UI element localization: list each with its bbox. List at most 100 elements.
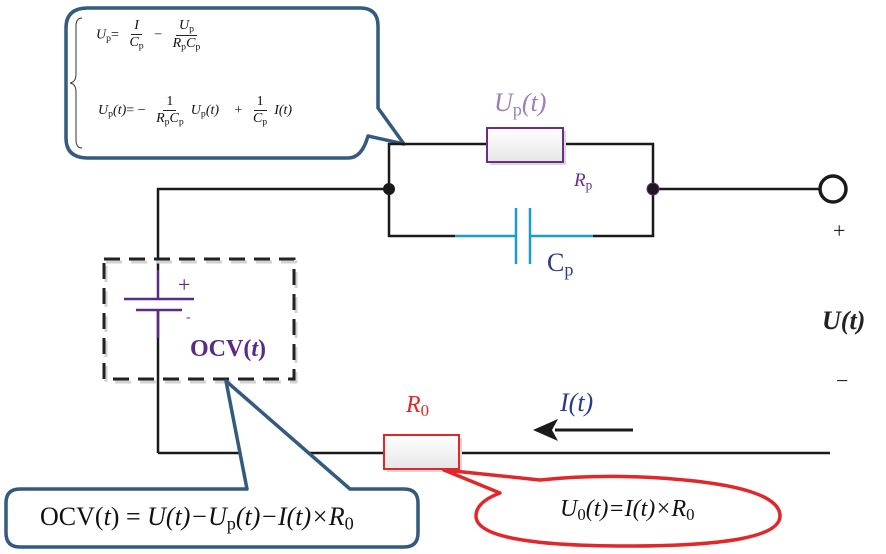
ocv-dashed-box [102,257,296,381]
ocv-label: OCV(t) [190,336,266,363]
eq2-minus: − [137,103,146,119]
junction-node-left [383,183,395,195]
ocv-eq-ut: (t)− [165,502,208,531]
wire-rc-bottom-left [387,189,455,238]
ocv-equation-text: OCV(t) = U(t)−Up(t)−I(t)×R0 [40,502,354,535]
ocv-dashed-box-shadow [104,260,298,384]
ocv-eq-upt: (t)− [235,502,278,531]
ocv-t: t [251,336,258,362]
up-sub: p [512,99,522,120]
up-var: U [494,88,513,117]
eq1-frac2-den-r-sub: p [181,41,187,53]
u0-eq-r: R [671,496,687,522]
cp-label: Cp [547,248,573,281]
eq2-frac2-num: 1 [253,94,267,112]
ocv-eq-u: U [147,502,166,531]
up-arg: (t) [521,88,547,117]
u0-eq-it: (t)× [632,496,672,522]
cp-capacitor [455,208,593,264]
current-var: I [560,388,569,417]
eq2-term2: I(t) [274,103,293,119]
current-label: I(t) [560,388,593,418]
eq2-frac1-den-r: R [156,111,165,127]
eq1-frac2-den-c: C [186,35,196,51]
r0-var: R [406,392,421,418]
eq1-lhs: U [96,27,107,43]
rc-equations-callout [64,6,406,160]
u0-equation-text: U0(t)=I(t)×R0 [560,496,695,525]
positive-terminal [818,174,848,204]
u0-eq-u-sub: 0 [577,505,586,525]
wire-left-top [156,187,389,270]
terminal-plus-sign: + [833,218,846,243]
eq2-lhs: U [98,103,109,119]
ocv-eq-equals: ) = [110,502,148,531]
ocv-equation-callout [4,379,420,549]
terminal-voltage-arg: (t) [840,306,866,335]
r0-resistor [383,434,460,470]
eq1-frac2-num-sub: p [189,23,194,35]
u0-equation-callout [442,468,782,548]
cp-sub: p [564,259,574,280]
eq2-term1-arg: (t) [205,103,220,119]
wire-rc-top-right [563,142,655,189]
ocv-eq-up: U [208,502,227,531]
ocv-eq-prefix: OCV( [40,502,104,531]
eq1-equals: = [111,27,119,43]
rp-resistor [486,127,564,163]
battery-plus-sign: + [178,272,191,297]
u0-eq-ut: (t)= [585,496,625,522]
ocv-eq-t: t [103,502,111,531]
ocv-eq-up-sub: p [226,513,236,534]
eq1-frac1-den: C [129,35,139,51]
eq1-frac1-num: I [131,18,142,36]
eq1-lhs-sub: p [106,32,112,44]
ocv-eq-it: (t)× [286,502,329,531]
rp-label: Rp [574,170,592,193]
current-arrow-head [533,419,558,441]
battery-minus-sign: - [186,310,191,325]
eq2-lhs-sub: p [108,108,114,120]
eq2-term1-sub: p [200,108,206,120]
ocv-text: OCV( [190,336,252,362]
current-arg: (t) [568,388,594,417]
terminal-voltage-label: U(t) [822,306,865,336]
junction-node-right [646,182,660,196]
cp-var: C [547,248,565,277]
eq2-frac2-den: C [252,111,263,127]
eq2-frac1-den-c-sub: p [178,116,184,128]
eq1-frac2-num: U [178,18,190,33]
eq1-minus: − [154,27,163,43]
equation-brace [69,17,83,149]
up-voltage-label: Up(t) [494,88,546,121]
rp-var: R [574,170,586,191]
eq2-frac2-den-sub: p [262,116,268,128]
ocv-eq-i: I [277,502,287,531]
eq1-frac2-den-c-sub: p [195,41,201,53]
eq1-frac1-den-sub: p [138,40,144,52]
eq2-plus: + [234,103,243,119]
eq1-frac2-den-r: R [172,35,182,51]
eq2-term1: U [190,103,201,119]
r0-sub: 0 [420,401,430,421]
r0-label: R0 [406,392,429,421]
u0-eq-r-sub: 0 [686,505,695,525]
terminal-minus-sign: − [836,368,849,393]
u0-eq-u: U [560,496,578,522]
ocv-eq-r: R [328,502,345,531]
rp-sub: p [585,177,593,193]
ocv-eq-r-sub: 0 [344,513,354,534]
eq2-frac1-den-r-sub: p [164,116,170,128]
wire-rc-bottom-right [593,189,655,238]
eq2-frac1-num: 1 [163,94,177,112]
u0-eq-i: I [624,496,633,522]
eq2-equals: = [126,103,135,119]
eq2-frac1-den-c: C [169,111,179,127]
battery-cell [124,270,194,338]
